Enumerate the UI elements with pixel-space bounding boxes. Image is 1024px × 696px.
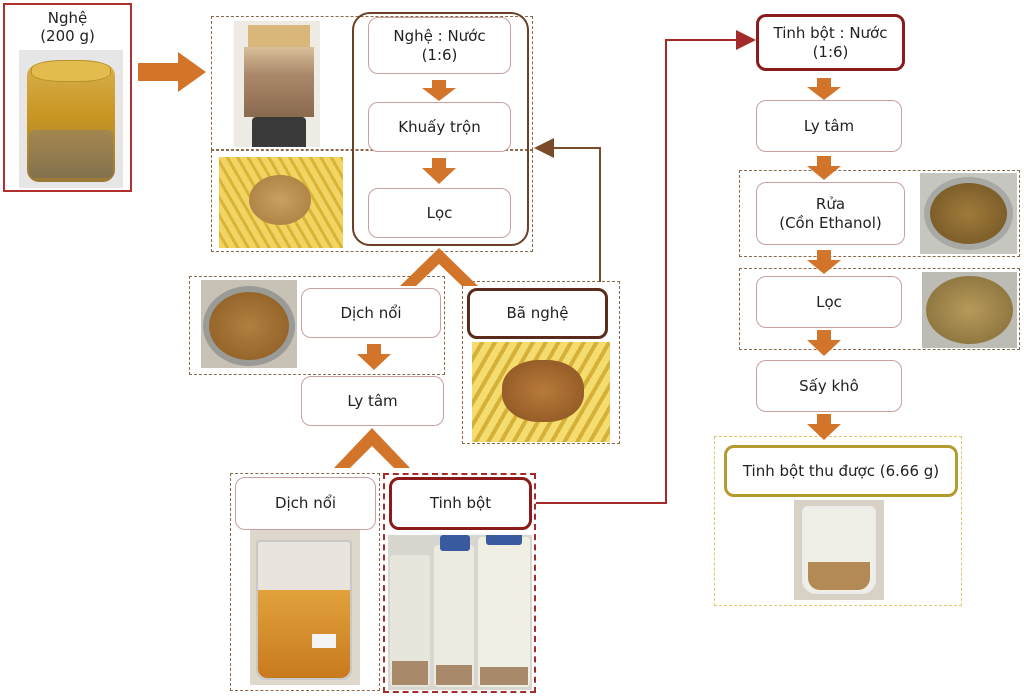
starch-box: Tinh bột bbox=[389, 477, 532, 530]
supernatant2-box: Dịch nổi bbox=[235, 477, 376, 530]
ratio2-box: Tinh bột : Nước (1:6) bbox=[756, 14, 905, 71]
left-process-frame bbox=[352, 12, 529, 246]
turmeric-label-text: Nghệ (200 g) bbox=[40, 9, 95, 45]
supernatant-bowl-photo bbox=[201, 280, 297, 368]
dry-box: Sấy khô bbox=[756, 360, 902, 412]
starch-label: Tinh bột bbox=[429, 494, 492, 513]
filter2-group-frame bbox=[739, 268, 1020, 350]
supernatant1-box: Dịch nổi bbox=[301, 288, 441, 338]
filtered-starch-dish-photo bbox=[922, 272, 1017, 348]
beaker-yellow-liquid-photo bbox=[250, 530, 360, 685]
turmeric-residue-cloth-photo bbox=[472, 342, 610, 442]
supernatant1-label: Dịch nổi bbox=[340, 303, 402, 322]
arrow-supernatant1-to-centrifuge1 bbox=[357, 344, 391, 370]
beaker-group-frame bbox=[230, 473, 380, 691]
arrow-stir-to-filter1 bbox=[422, 158, 456, 184]
residue-box: Bã nghệ bbox=[467, 288, 608, 339]
turmeric-label: Nghệ (200 g) bbox=[5, 5, 130, 49]
split-arrow-centrifuge1 bbox=[334, 428, 410, 468]
filter1-box: Lọc bbox=[368, 188, 511, 238]
residue-label: Bã nghệ bbox=[506, 304, 569, 323]
wash-label: Rửa (Cồn Ethanol) bbox=[779, 194, 882, 232]
wash-box: Rửa (Cồn Ethanol) bbox=[756, 182, 905, 245]
filter-cloth-paste-photo bbox=[219, 157, 343, 248]
centrifuge2-box: Ly tâm bbox=[756, 100, 902, 152]
arrow-centrifuge2-to-wash bbox=[807, 156, 841, 180]
filter2-box: Lọc bbox=[756, 276, 902, 328]
result-label: Tinh bột thu được (6.66 g) bbox=[742, 461, 940, 480]
result-box: Tinh bột thu được (6.66 g) bbox=[724, 445, 958, 497]
ratio1-label: Nghệ : Nước (1:6) bbox=[393, 26, 486, 64]
connector-residue-to-filter bbox=[534, 138, 601, 282]
split-arrow-filter1 bbox=[400, 248, 478, 286]
ratio2-label: Tinh bột : Nước (1:6) bbox=[773, 23, 888, 61]
filter1-label: Lọc bbox=[426, 203, 453, 222]
turmeric-powder-jar-photo bbox=[19, 50, 123, 188]
dried-starch-cup-photo bbox=[794, 500, 884, 600]
wash-group-frame bbox=[739, 170, 1020, 257]
connector-starch-to-ratio2 bbox=[536, 30, 756, 504]
arrow-ratio2-to-centrifuge2 bbox=[807, 78, 841, 100]
centrifuge1-label: Ly tâm bbox=[347, 391, 398, 410]
centrifuge1-box: Ly tâm bbox=[301, 376, 444, 426]
residue-group-frame bbox=[462, 281, 620, 444]
arrow-filter2-to-dry bbox=[807, 330, 841, 356]
result-group-frame bbox=[714, 436, 962, 606]
arrow-ratio1-to-stir bbox=[422, 80, 456, 101]
dry-label: Sấy khô bbox=[799, 376, 859, 395]
arrow-wash-to-filter2 bbox=[807, 250, 841, 274]
centrifuge2-label: Ly tâm bbox=[803, 116, 855, 135]
filter2-label: Lọc bbox=[816, 292, 842, 311]
stir-box: Khuấy trộn bbox=[368, 102, 511, 152]
ethanol-wash-bowl-photo bbox=[920, 173, 1017, 254]
arrow-turmeric-to-blender bbox=[138, 52, 206, 92]
arrow-dry-to-result bbox=[807, 414, 841, 440]
starch-group-frame bbox=[383, 473, 536, 693]
starch-sediment-bottles-photo bbox=[388, 535, 532, 690]
supernatant-group-frame bbox=[189, 276, 445, 375]
supernatant2-label: Dịch nổi bbox=[274, 494, 337, 513]
blender-with-mixture-photo bbox=[234, 21, 320, 147]
ratio1-box: Nghệ : Nước (1:6) bbox=[368, 17, 511, 74]
stir-label: Khuấy trộn bbox=[398, 117, 481, 136]
